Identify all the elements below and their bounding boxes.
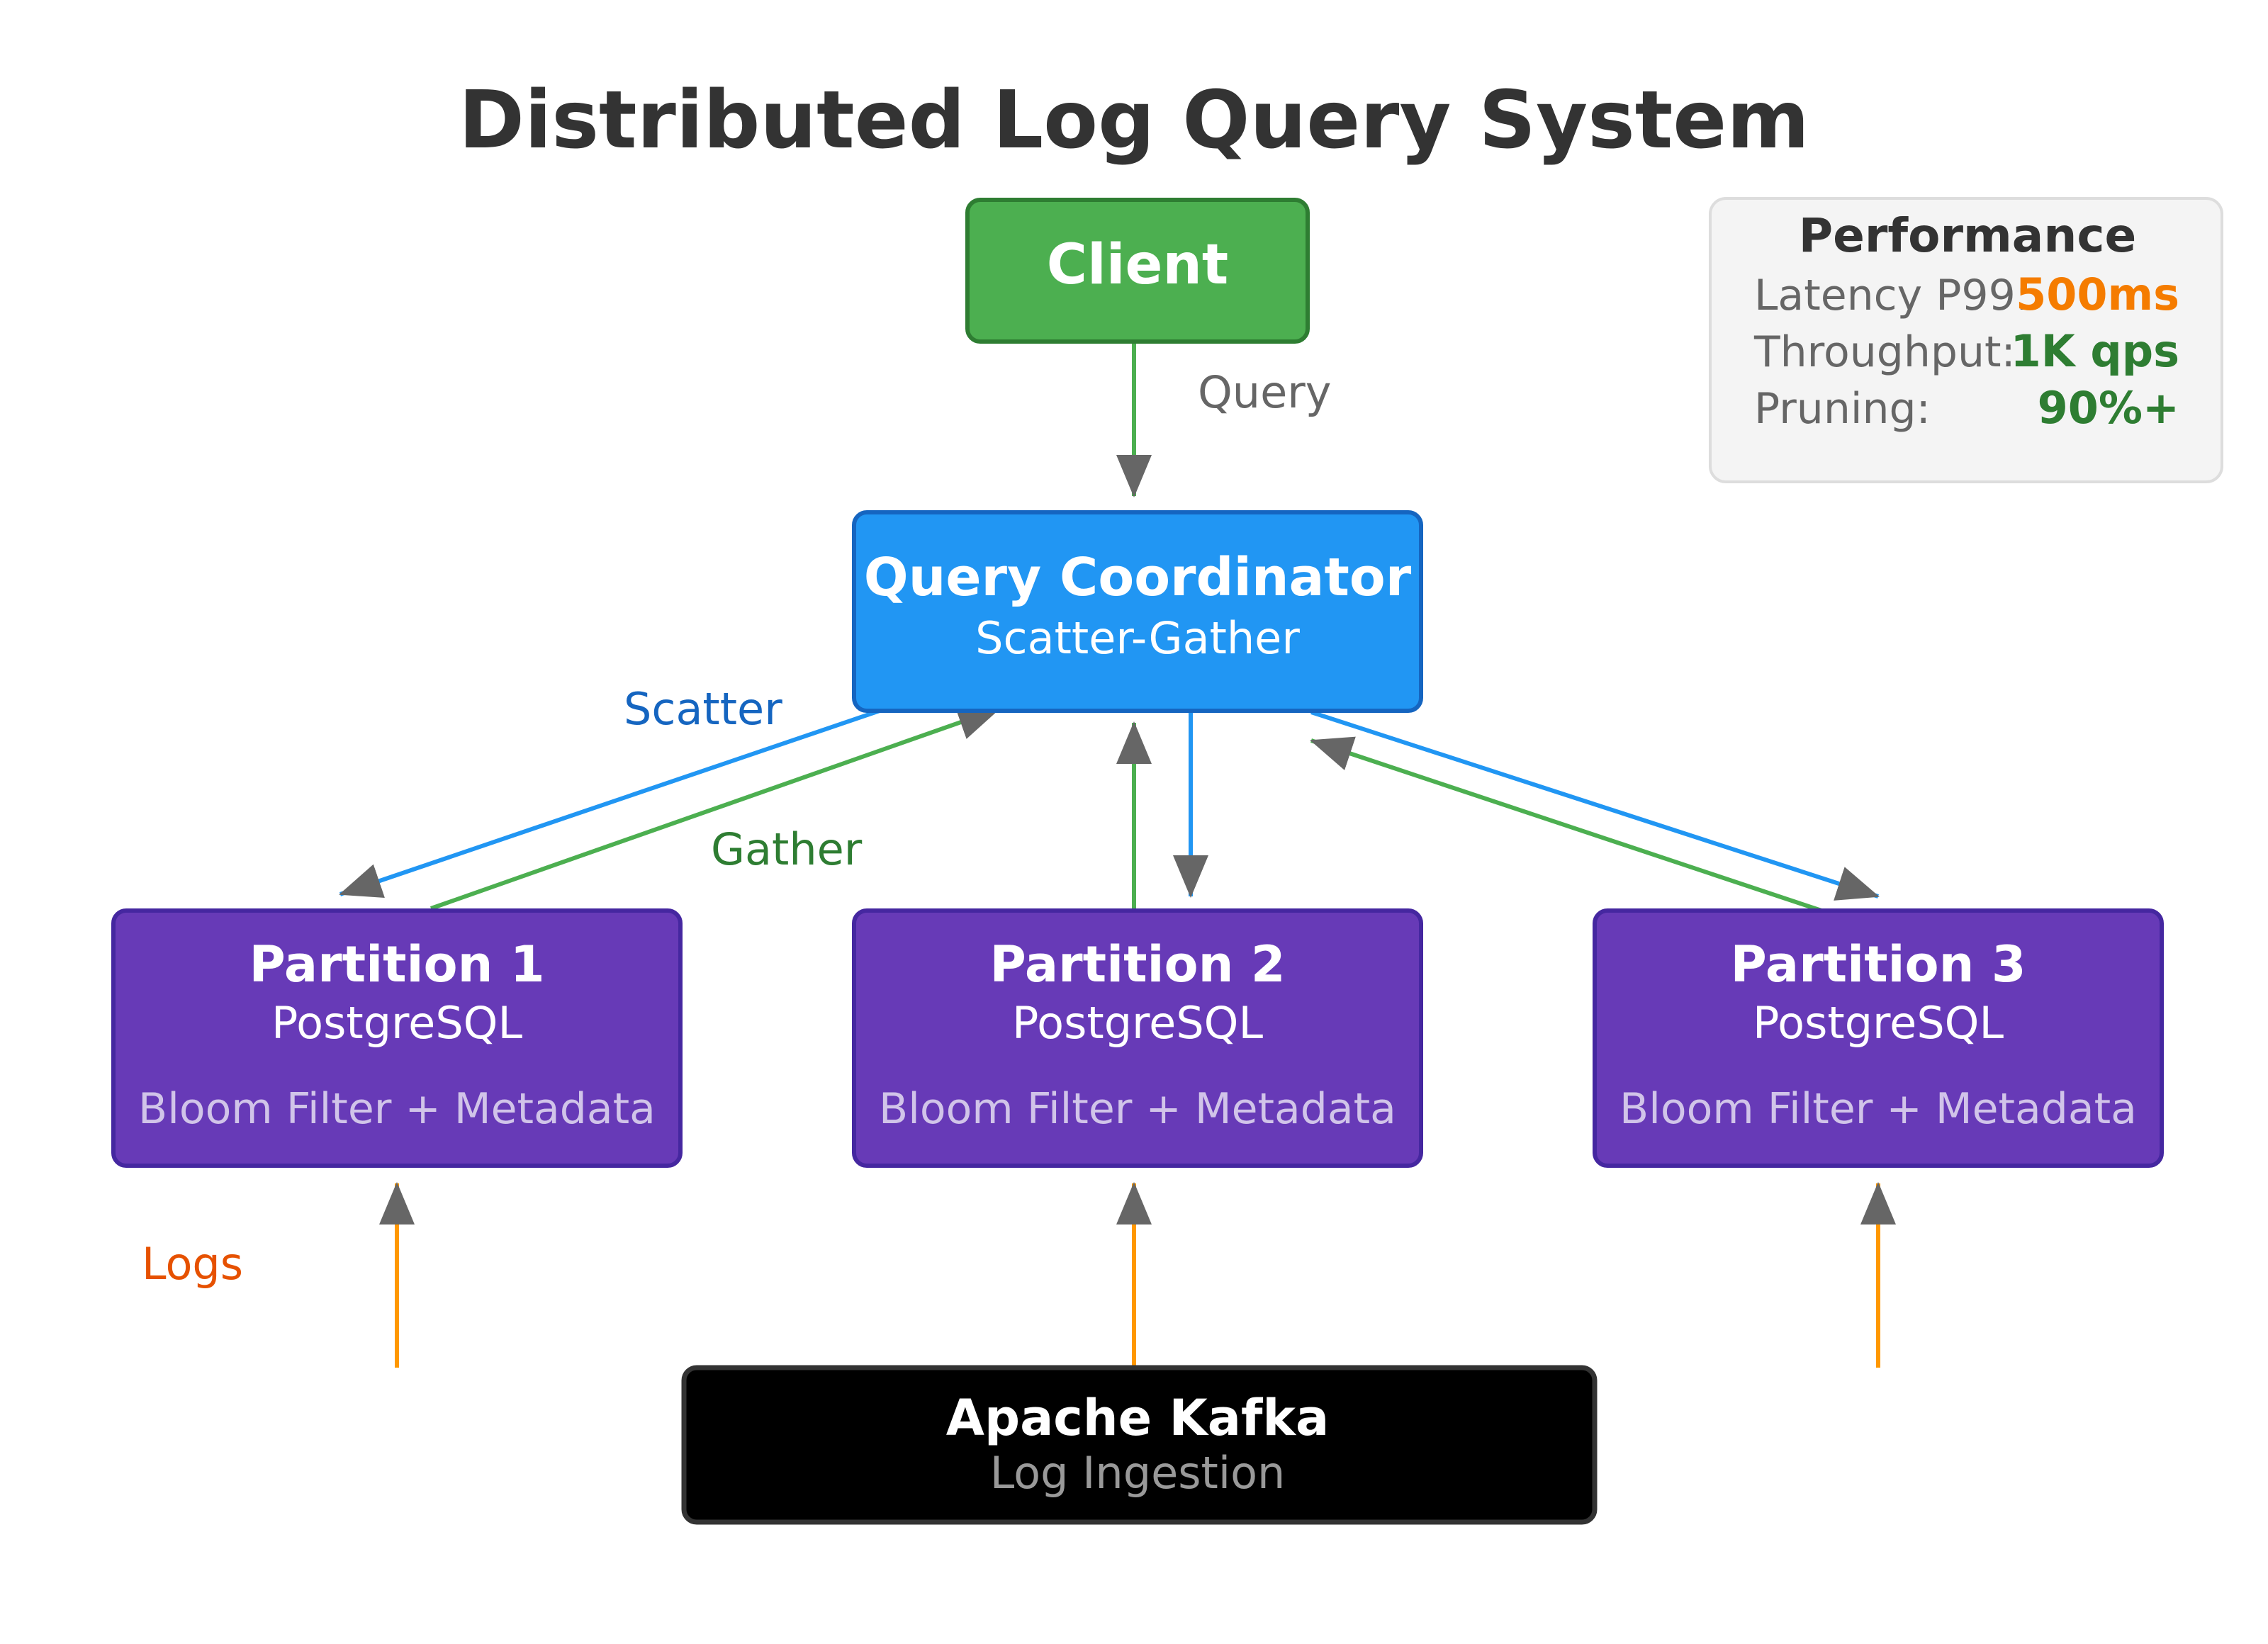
query-label: Query — [1198, 366, 1331, 418]
diagram-title: Distributed Log Query System — [459, 74, 1809, 167]
partition-node-2[interactable]: Partition 2 PostgreSQL Bloom Filter + Me… — [852, 908, 1423, 1168]
latency-label: Latency P99: — [1754, 271, 2030, 320]
kafka-node[interactable]: Apache Kafka Log Ingestion — [681, 1365, 1598, 1525]
performance-panel: Performance Latency P99: 500ms Throughpu… — [1709, 197, 2223, 483]
throughput-label: Throughput: — [1753, 327, 2016, 377]
gather-arrow-3 — [1310, 736, 1822, 913]
client-node[interactable]: Client — [965, 198, 1310, 344]
pruning-value: 90%+ — [2038, 382, 2179, 434]
coordinator-sub: Scatter-Gather — [975, 612, 1300, 664]
gather-arrow-1 — [430, 705, 1001, 911]
gather-label: Gather — [711, 823, 863, 875]
coordinator-node[interactable]: Query Coordinator Scatter-Gather — [852, 510, 1423, 713]
client-label: Client — [1047, 233, 1228, 297]
partition-node-3[interactable]: Partition 3 PostgreSQL Bloom Filter + Me… — [1593, 908, 2164, 1168]
partition-db: PostgreSQL — [271, 997, 523, 1049]
partition-label: Partition 3 — [1730, 935, 2026, 993]
scatter-label: Scatter — [624, 683, 782, 735]
partition-label: Partition 2 — [989, 935, 1285, 993]
kafka-label: Apache Kafka — [946, 1389, 1329, 1447]
scatter-arrow-3 — [1310, 710, 1880, 901]
latency-value: 500ms — [2016, 269, 2179, 320]
throughput-value: 1K qps — [2011, 325, 2179, 377]
partition-db: PostgreSQL — [1753, 997, 2004, 1049]
kafka-sub: Log Ingestion — [990, 1447, 1286, 1499]
scatter-arrow-1 — [339, 706, 887, 898]
partition-node-1[interactable]: Partition 1 PostgreSQL Bloom Filter + Me… — [111, 908, 683, 1168]
partition-detail: Bloom Filter + Metadata — [1619, 1084, 2137, 1134]
performance-title: Performance — [1799, 208, 2136, 263]
partition-db: PostgreSQL — [1012, 997, 1264, 1049]
pruning-label: Pruning: — [1754, 384, 1931, 434]
partition-label: Partition 1 — [249, 935, 544, 993]
logs-label: Logs — [142, 1238, 243, 1290]
partition-detail: Bloom Filter + Metadata — [138, 1084, 656, 1134]
partition-detail: Bloom Filter + Metadata — [879, 1084, 1396, 1134]
coordinator-label: Query Coordinator — [864, 547, 1412, 608]
